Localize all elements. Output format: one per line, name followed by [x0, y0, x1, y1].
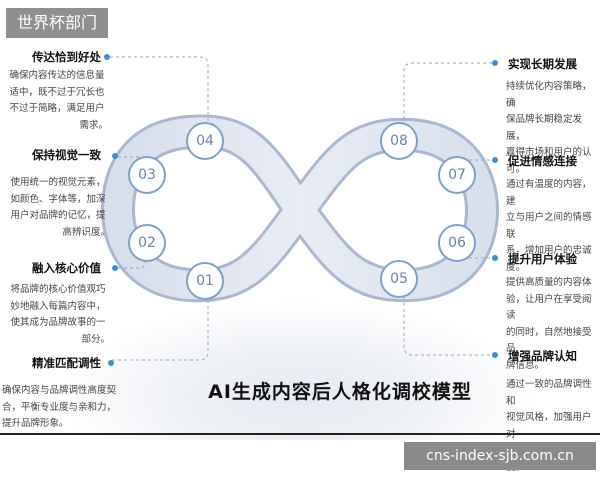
bullet-dot	[492, 255, 498, 261]
bullet-dot	[112, 153, 118, 159]
right-desc-2: 通过有温度的内容，建立与用户之间的情感联系，增加用户的忠诚度。	[506, 179, 592, 273]
step-number-04: 04	[186, 122, 224, 160]
right-desc-3: 提供高质量的内容体验，让用户在享受阅读的同时，自然地接受品牌信息。	[506, 277, 592, 371]
right-heading-3: 提升用户体验	[508, 252, 577, 266]
step-number-07: 07	[438, 156, 476, 194]
bullet-dot	[104, 54, 110, 60]
diagram-title: AI生成内容后人格化调校模型	[208, 381, 472, 403]
bullet-dot	[112, 265, 118, 271]
left-heading-3: 融入核心价值	[32, 261, 101, 275]
left-heading-2: 保持视觉一致	[32, 148, 101, 162]
bullet-dot	[108, 360, 114, 366]
right-desc-1: 持续优化内容策略，确保品牌长期稳定发展，赢得市场和用户的认可。	[506, 81, 592, 175]
site-badge[interactable]: 世界杯部门	[6, 8, 108, 38]
step-number-03: 03	[128, 156, 166, 194]
left-desc-2: 使用统一的视觉元素，如颜色、字体等，加深用户对品牌的记忆，提高辨识度。	[10, 177, 110, 238]
background-mist	[60, 300, 540, 440]
bullet-dot	[492, 352, 498, 358]
left-heading-4: 精准匹配调性	[32, 356, 101, 370]
right-heading-2: 促进情感连接	[508, 154, 577, 168]
step-number-06: 06	[438, 224, 476, 262]
left-heading-1: 传达恰到好处	[32, 50, 101, 64]
left-desc-4: 确保内容与品牌调性高度契合，平衡专业度与亲和力，提升品牌形象。	[2, 385, 117, 429]
left-desc-3: 将品牌的核心价值观巧妙地融入每篇内容中，使其成为品牌故事的一部分。	[10, 284, 110, 345]
step-number-05: 05	[380, 260, 418, 298]
footer-divider	[0, 433, 600, 435]
step-number-02: 02	[128, 224, 166, 262]
right-heading-4: 增强品牌认知	[508, 349, 577, 363]
watermark: cns-index-sjb.com.cn	[404, 442, 596, 470]
bullet-dot	[492, 60, 498, 66]
left-desc-1: 确保内容传达的信息量适中，既不过于冗长也不过于简略，满足用户需求。	[9, 70, 108, 131]
step-number-08: 08	[380, 122, 418, 160]
right-heading-1: 实现长期发展	[508, 57, 577, 71]
step-number-01: 01	[186, 262, 224, 300]
infinity-band-inner	[104, 117, 496, 300]
bullet-dot	[492, 157, 498, 163]
